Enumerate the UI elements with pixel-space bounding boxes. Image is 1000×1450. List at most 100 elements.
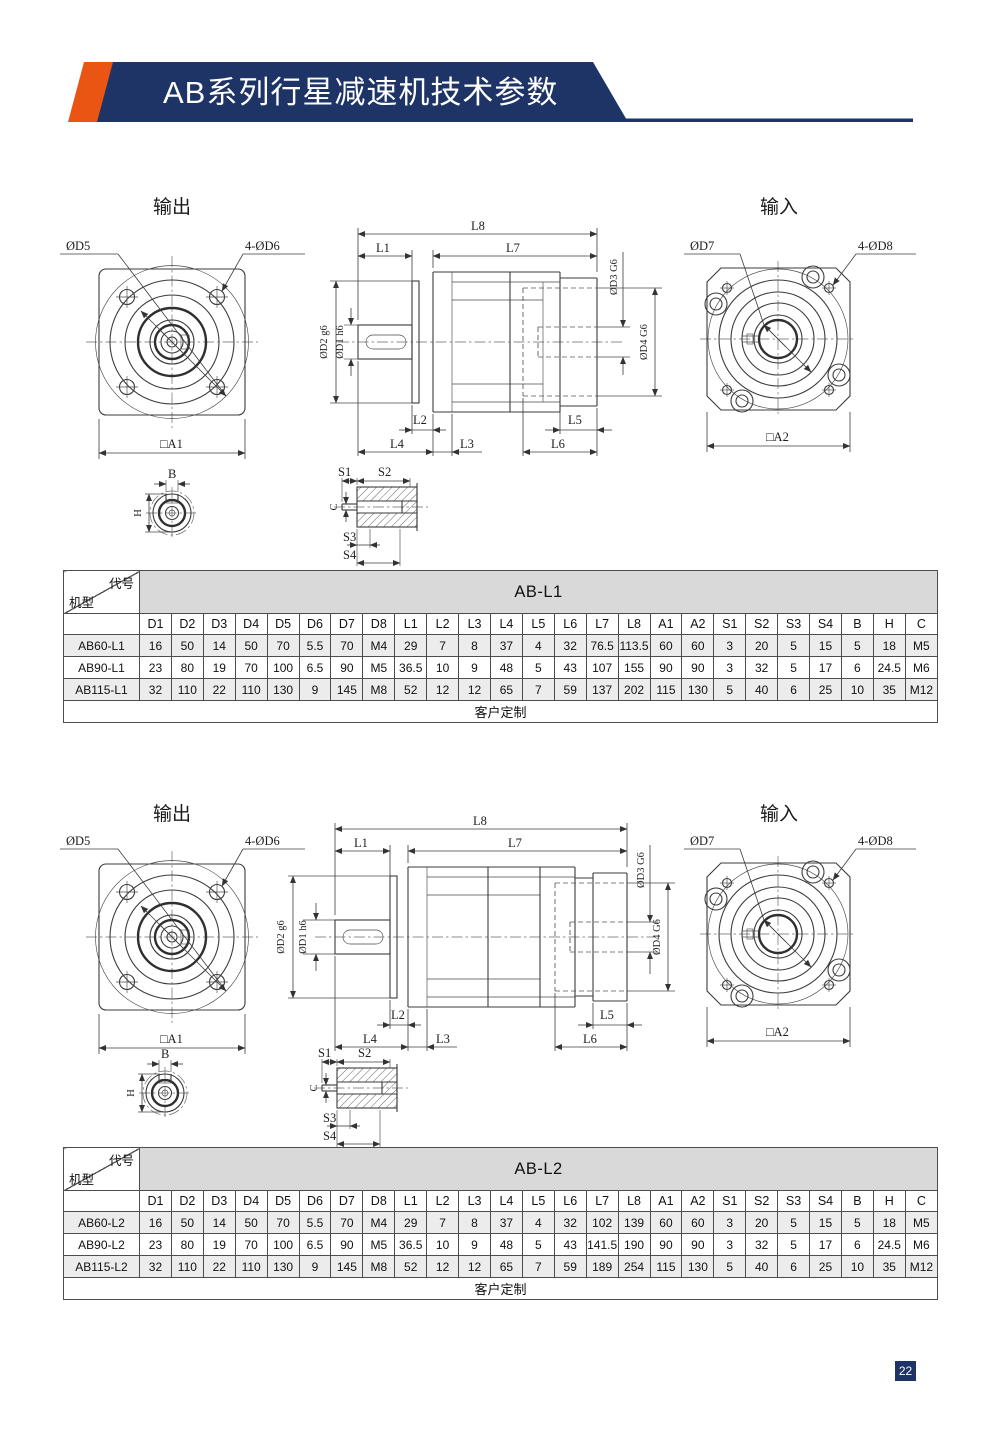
column-header: D4 — [234, 613, 268, 635]
corner-label-model: 机型 — [69, 596, 95, 610]
value-cell: 32 — [139, 1255, 172, 1278]
column-header: D2 — [170, 613, 204, 635]
value-cell: 40 — [745, 678, 779, 701]
value-cell: 80 — [170, 1233, 204, 1256]
value-cell: 3 — [713, 634, 747, 657]
value-cell: 90 — [330, 656, 364, 679]
column-header: L2 — [426, 1190, 460, 1212]
column-header: C — [904, 613, 939, 635]
section2-drawings: 输出 ØD5 4-ØD6 □A1 — [60, 803, 916, 1148]
dim-d3: ØD3 G6 — [636, 852, 647, 888]
column-header: B — [840, 1190, 874, 1212]
value-cell: 110 — [170, 1255, 204, 1278]
value-cell: 90 — [681, 656, 715, 679]
value-cell: 24.5 — [872, 1233, 906, 1256]
value-cell: 141.5 — [585, 1233, 619, 1256]
value-cell: 90 — [649, 1233, 683, 1256]
value-cell: 37 — [489, 1211, 523, 1234]
dim-l5: L5 — [600, 1008, 614, 1022]
value-cell: 50 — [234, 1211, 268, 1234]
dim-d4: ØD4 G6 — [639, 324, 650, 360]
value-cell: 32 — [139, 678, 172, 701]
table-title: AB-L1 — [139, 570, 938, 614]
value-cell: 19 — [202, 1233, 236, 1256]
value-cell: 59 — [553, 1255, 587, 1278]
model-cell: AB60-L1 — [63, 634, 140, 657]
input-rear-view: 输入 ØD7 4-ØD — [684, 803, 916, 1047]
value-cell: 9 — [298, 678, 332, 701]
value-cell: 254 — [617, 1255, 651, 1278]
column-header: S4 — [809, 613, 842, 635]
dim-h: H — [126, 1089, 137, 1097]
dim-d3: ØD3 G6 — [609, 259, 620, 295]
value-cell: 7 — [426, 634, 460, 657]
dim-a2: □A2 — [766, 1025, 789, 1039]
dim-l7: L7 — [506, 241, 520, 255]
value-cell: M5 — [904, 1211, 939, 1234]
dim-a1: □A1 — [160, 437, 183, 451]
dim-s3: S3 — [323, 1111, 336, 1125]
input-label: 输入 — [760, 196, 798, 218]
value-cell: 145 — [330, 1255, 364, 1278]
column-header: S3 — [777, 613, 811, 635]
value-cell: 6 — [777, 1255, 811, 1278]
corner-label-code: 代号 — [108, 1154, 134, 1168]
dim-l3: L3 — [460, 437, 474, 451]
dim-h: H — [133, 509, 144, 517]
value-cell: M5 — [904, 634, 939, 657]
column-header: A1 — [649, 1190, 683, 1212]
column-header: S1 — [713, 1190, 747, 1212]
value-cell: 22 — [202, 678, 236, 701]
dim-d4: ØD4 G6 — [652, 919, 663, 955]
value-cell: 5 — [840, 1211, 874, 1234]
value-cell: 9 — [458, 656, 491, 679]
model-cell: AB90-L1 — [63, 656, 140, 679]
value-cell: 15 — [809, 1211, 842, 1234]
value-cell: M5 — [362, 1233, 396, 1256]
dim-a1: □A1 — [160, 1032, 183, 1046]
value-cell: 10 — [426, 656, 460, 679]
value-cell: M6 — [904, 656, 939, 679]
value-cell: 10 — [426, 1233, 460, 1256]
output-label: 输出 — [153, 803, 191, 825]
value-cell: 20 — [745, 1211, 779, 1234]
column-header: L1 — [394, 613, 428, 635]
banner-navy-shape — [97, 62, 628, 122]
value-cell: 22 — [202, 1255, 236, 1278]
value-cell: 48 — [489, 1233, 523, 1256]
column-header: A2 — [681, 613, 715, 635]
value-cell: 10 — [840, 678, 874, 701]
value-cell: 32 — [553, 634, 587, 657]
value-cell: 110 — [234, 1255, 268, 1278]
input-counterbores — [704, 860, 851, 1008]
value-cell: 5.5 — [298, 634, 332, 657]
column-header: L6 — [553, 613, 587, 635]
value-cell: 32 — [553, 1211, 587, 1234]
value-cell: 4 — [521, 1211, 555, 1234]
shaft-end-detail: B H — [133, 467, 198, 539]
output-front-view: 输出 ØD5 4-ØD6 □A1 — [60, 803, 305, 1054]
value-cell: 48 — [489, 656, 523, 679]
value-cell: 60 — [649, 634, 683, 657]
value-cell: 6.5 — [298, 1233, 332, 1256]
value-cell: 145 — [330, 678, 364, 701]
corner-cell: 代号机型 — [63, 570, 140, 614]
value-cell: 6 — [777, 678, 811, 701]
value-cell: 5 — [777, 1233, 811, 1256]
value-cell: 115 — [649, 1255, 683, 1278]
value-cell: 70 — [330, 634, 364, 657]
value-cell: 36.5 — [394, 656, 428, 679]
dim-l6: L6 — [583, 1032, 597, 1046]
value-cell: 5 — [713, 678, 747, 701]
value-cell: 3 — [713, 1233, 747, 1256]
model-cell: AB115-L1 — [63, 678, 140, 701]
input-label: 输入 — [760, 803, 798, 825]
value-cell: 5 — [521, 1233, 555, 1256]
value-cell: 139 — [617, 1211, 651, 1234]
